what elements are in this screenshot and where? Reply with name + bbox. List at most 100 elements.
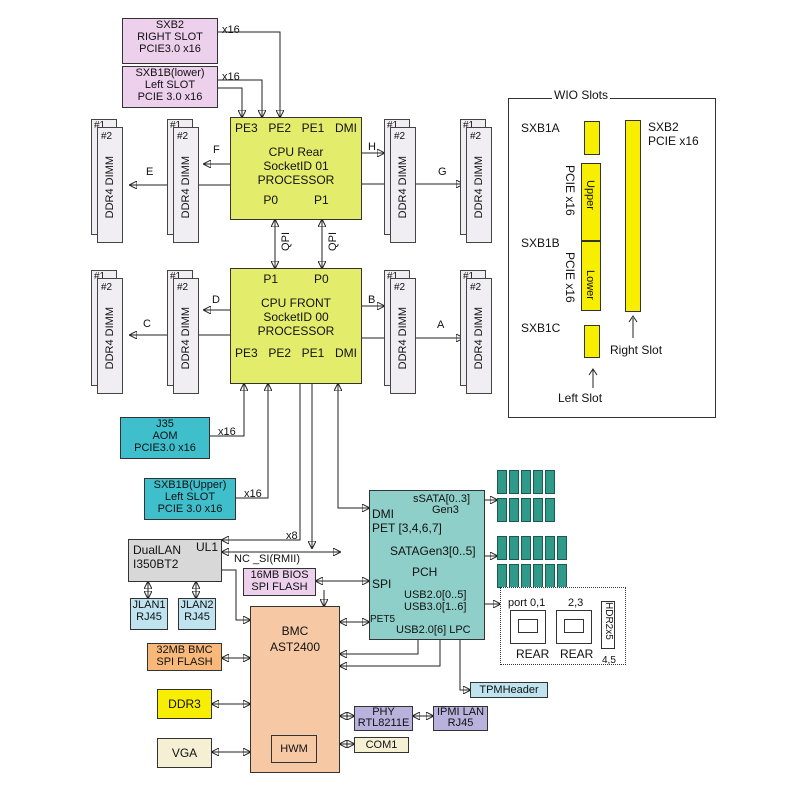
dimm-c-slot1-number: #1	[94, 271, 106, 282]
sxb2-right-slot: SXB2 RIGHT SLOT PCIE3.0 x16	[122, 18, 218, 64]
cpu-front-title: CPU FRONT	[261, 296, 331, 310]
tpm-header: TPMHeader	[470, 682, 548, 698]
sata-port-icon	[557, 536, 567, 560]
sxb2-link-width: x16	[222, 24, 240, 36]
jlan2-line-2: RJ45	[184, 611, 210, 623]
wio-sxb1a-label: SXB1A	[521, 121, 560, 135]
pch-name: PCH	[412, 565, 438, 579]
cpu-front-port-p1: P1	[263, 272, 278, 286]
bmc-line-2: AST2400	[269, 640, 321, 654]
com1-port: COM1	[354, 737, 409, 753]
ddr3-label: DDR3	[168, 697, 201, 711]
ipmi-lan-port: IPMI LAN RJ45	[433, 706, 488, 731]
cpu-rear-port-dmi: DMI	[334, 121, 357, 135]
usb-hdr-ports-label: 4,5	[602, 655, 616, 666]
wio-lower-label: Lower	[584, 270, 596, 300]
pch-dmi-label: DMI	[372, 507, 394, 521]
cpu-front-processor: P1 P0 CPU FRONT SocketID 00 PROCESSOR PE…	[230, 268, 362, 384]
vga-port: VGA	[157, 738, 212, 768]
channel-g: G	[438, 166, 447, 178]
bmc-ast2400: BMC AST2400 HWM	[250, 606, 340, 773]
ssata-port-icon	[521, 470, 531, 494]
cpu-front-port-pe3: PE3	[235, 346, 258, 360]
dimm-d-slot2-number: #2	[177, 282, 189, 293]
sxb1b-lower-slot: SXB1B(lower) Left SLOT PCIE 3.0 x16	[122, 66, 218, 108]
wio-sxb1b-label: SXB1B	[521, 236, 560, 250]
wio-sxb1b-lower-slot	[581, 241, 601, 311]
cpu-rear-processor-label: PROCESSOR	[257, 173, 335, 187]
pch-usb-lpc-label: USB2.0[6] LPC	[396, 624, 471, 636]
cpu-rear-qpi-ports: P0 P1	[231, 193, 361, 207]
wio-left-slot-label: Left Slot	[558, 391, 603, 405]
jlan1-line-1: JLAN1	[132, 599, 166, 611]
ssata-port-icon	[545, 470, 555, 494]
wio-sxb2-label: SXB2 PCIE x16	[648, 120, 699, 148]
usb-port23-label: 2,3	[568, 597, 584, 609]
ipmi-lan-line-1: IPMI LAN	[436, 706, 485, 718]
cpu-rear-port-p1: P1	[314, 193, 329, 207]
channel-a: A	[437, 319, 445, 331]
dimm-g-slot2-number: #2	[470, 131, 482, 142]
wio-sxb1c-label: SXB1C	[521, 321, 561, 335]
dimm-h-slot2-number: #2	[394, 131, 406, 142]
wio-sxb1c-slot	[584, 325, 600, 358]
jlan1-port: JLAN1 RJ45	[130, 598, 168, 630]
dual-lan-controller: DualLAN I350BT2	[128, 539, 222, 582]
tpm-label: TPMHeader	[479, 684, 539, 696]
channel-h: H	[368, 141, 376, 153]
cpu-front-port-pe2: PE2	[268, 346, 292, 360]
wio-pcie-x16-lower: PCIE x16	[563, 252, 577, 303]
pch-chipset	[369, 490, 485, 640]
cpu-front-port-row: PE3 PE2 PE1 DMI	[231, 338, 361, 360]
sxb2-line-3: PCIE3.0 x16	[139, 43, 201, 55]
jlan2-port: JLAN2 RJ45	[178, 598, 216, 630]
usb-rear-connector-1	[510, 610, 546, 644]
cpu-rear-port-row: PE3 PE2 PE1 DMI	[231, 118, 361, 135]
j35-line-3: PCIE3.0 x16	[134, 442, 196, 454]
sxb1b-upper-line-2: Left SLOT	[164, 491, 216, 503]
bmc-hwm-block: HWM	[271, 735, 317, 763]
nc-si-label: NC _SI(RMII)	[234, 553, 300, 565]
dimm-a-slot2-number: #2	[470, 282, 482, 293]
cpu-rear-port-pe2: PE2	[268, 121, 292, 135]
ssata-port-icon	[521, 498, 531, 522]
lan-link-width: x8	[286, 530, 298, 542]
sxb2-line-1: SXB2	[155, 19, 185, 31]
wio-sxb2-width: PCIE x16	[648, 134, 699, 148]
phy-rtl8211e: PHY RTL8211E	[354, 706, 413, 731]
phy-line-1: PHY	[372, 706, 395, 718]
wio-slots-panel	[508, 98, 716, 418]
pch-usb3-label: USB3.0[1..6]	[404, 601, 467, 613]
usb-hdr2x5-header: HDR2x5	[601, 601, 615, 649]
jlan1-line-2: RJ45	[136, 611, 162, 623]
sata-port-icon	[557, 564, 567, 588]
dimm-d-slot1-number: #1	[170, 271, 182, 282]
ssata-port-icon	[533, 470, 543, 494]
sata-port-icon	[509, 536, 519, 560]
pch-spi-label: SPI	[372, 577, 392, 591]
cpu-rear-port-pe3: PE3	[235, 121, 258, 135]
dimm-b-slot1-number: #1	[387, 271, 399, 282]
dimm-c-slot2-number: #2	[101, 282, 113, 293]
ipmi-lan-line-2: RJ45	[447, 717, 474, 729]
dimm-f-slot2-number: #2	[177, 131, 189, 142]
usb-rear-label-1: REAR	[516, 647, 550, 661]
pch-usb2-label: USB2.0[0..5]	[404, 589, 467, 601]
phy-line-2: RTL8211E	[357, 717, 410, 729]
usb-rear-label-2: REAR	[560, 647, 594, 661]
wio-sxb1a-slot	[584, 121, 600, 155]
cpu-rear-port-p0: P0	[263, 193, 278, 207]
sxb1b-upper-line-3: PCIE 3.0 x16	[157, 503, 223, 515]
usb-hdr-label: HDR2x5	[603, 602, 614, 640]
pch-pet5-label: PET5	[370, 614, 396, 625]
pch-gen3-label: Gen3	[432, 504, 459, 516]
dimm-h-slot1-number: #1	[387, 120, 399, 131]
cpu-front-qpi-ports: P1 P0	[231, 272, 361, 286]
sata-port-icon	[533, 564, 543, 588]
sxb1b-upper-slot: SXB1B(Upper) Left SLOT PCIE 3.0 x16	[144, 478, 236, 520]
